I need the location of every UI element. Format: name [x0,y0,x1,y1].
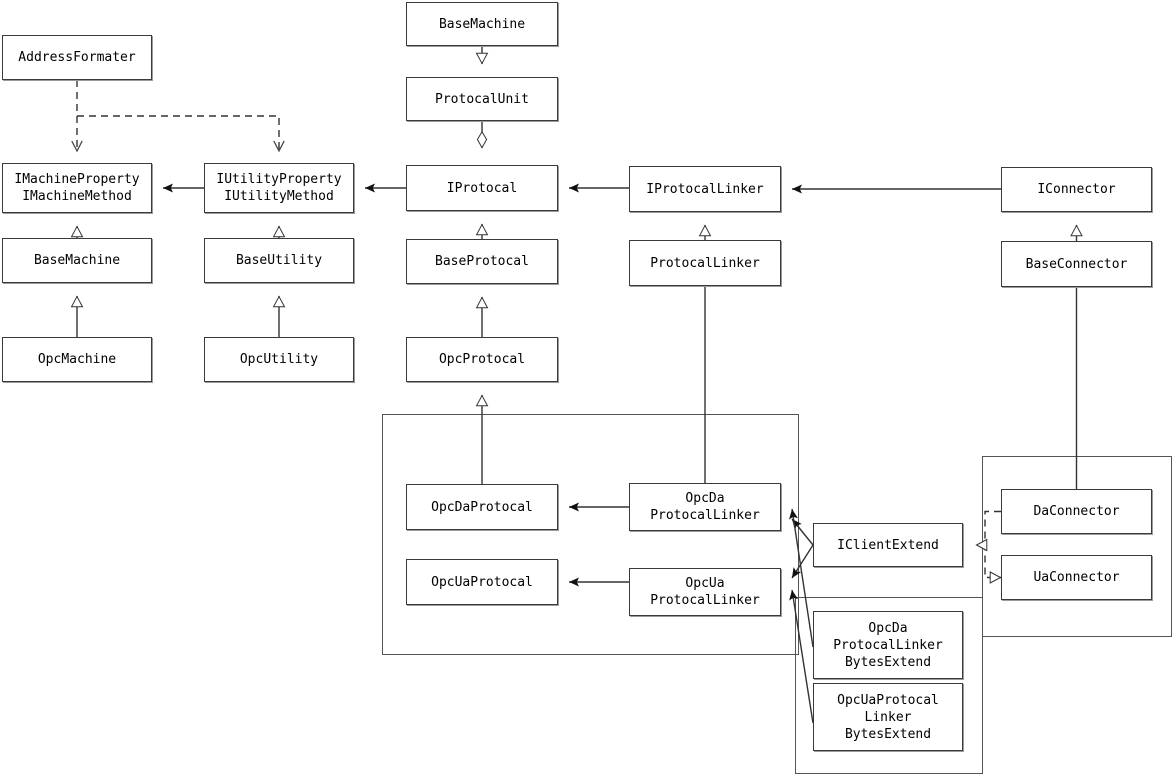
edge-e4-dependency [77,115,285,153]
class-node-OpcDaProtocalLinker[interactable]: OpcDa ProtocalLinker [629,483,781,531]
class-node-label: ProtocalLinker [650,255,760,271]
class-node-label: DaConnector [1033,504,1120,519]
class-node-DaConnector[interactable]: DaConnector [1001,489,1152,534]
class-node-label: ProtocalUnit [435,91,529,107]
class-node-label: IProtocal [446,180,518,196]
class-node-label: BaseMachine [33,253,121,268]
class-node-label: UaConnector [1033,570,1120,585]
class-node-label: OpcMachine [37,352,117,367]
class-node-label: OpcUa ProtocalLinker [650,576,760,608]
class-node-ProtocalLinker[interactable]: ProtocalLinker [629,240,781,286]
class-node-IClientExtend[interactable]: IClientExtend [813,523,963,567]
class-node-label: BaseConnector [1025,256,1128,272]
class-node-IUtilityProperty[interactable]: IUtilityProperty IUtilityMethod [204,163,354,213]
class-node-BaseProtocal[interactable]: BaseProtocal [406,239,558,284]
class-node-label: BaseProtocal [435,254,529,269]
class-node-OpcProtocal[interactable]: OpcProtocal [406,337,558,382]
class-node-IMachineProperty[interactable]: IMachineProperty IMachineMethod [2,163,152,213]
class-node-label: OpcUaProtocal [431,574,533,590]
class-node-BaseConnector[interactable]: BaseConnector [1001,241,1152,287]
class-node-OpcUaProtocal[interactable]: OpcUaProtocal [406,559,558,605]
class-node-OpcUaProtocalLinker[interactable]: OpcUa ProtocalLinker [629,568,781,616]
class-node-label: OpcDaProtocal [431,499,533,515]
class-node-label: IClientExtend [837,537,939,553]
class-node-OpcMachine[interactable]: OpcMachine [2,337,152,382]
class-node-OpcUtility[interactable]: OpcUtility [204,337,354,382]
class-node-label: IMachineProperty IMachineMethod [14,172,140,204]
class-node-label: IConnector [1037,182,1116,197]
class-node-AddressFormater[interactable]: AddressFormater [2,35,152,80]
class-node-IProtocal[interactable]: IProtocal [406,165,558,211]
class-node-OpcUaProtocalLinkerBytes[interactable]: OpcUaProtocal Linker BytesExtend [813,683,963,751]
class-node-label: IUtilityProperty IUtilityMethod [216,172,342,204]
class-node-OpcDaProtocalLinkerBytes[interactable]: OpcDa ProtocalLinker BytesExtend [813,611,963,679]
class-node-label: OpcUaProtocal Linker BytesExtend [837,692,939,742]
class-node-label: OpcUtility [239,352,319,367]
class-node-label: IProtocalLinker [646,181,764,197]
class-node-label: AddressFormater [18,50,136,65]
class-node-label: BaseMachine [438,16,526,32]
class-node-OpcDaProtocal[interactable]: OpcDaProtocal [406,484,558,530]
class-node-BaseMachineTop[interactable]: BaseMachine [406,2,558,46]
edge-e26-realization [984,510,1002,584]
class-node-UaConnector[interactable]: UaConnector [1001,555,1152,600]
class-node-label: OpcProtocal [438,352,526,367]
class-node-IConnector[interactable]: IConnector [1001,167,1152,212]
class-node-IProtocalLinker[interactable]: IProtocalLinker [629,166,781,212]
class-node-label: BaseUtility [235,253,323,268]
class-node-BaseMachine[interactable]: BaseMachine [2,238,152,283]
class-node-ProtocalUnit[interactable]: ProtocalUnit [406,77,558,121]
class-node-label: OpcDa ProtocalLinker [650,491,760,523]
class-node-BaseUtility[interactable]: BaseUtility [204,238,354,283]
class-node-label: OpcDa ProtocalLinker BytesExtend [833,620,943,670]
